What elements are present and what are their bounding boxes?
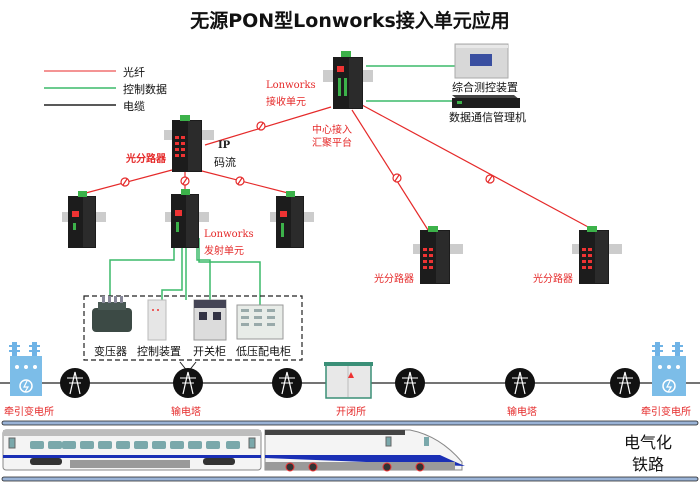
data-manager-icon [452, 95, 520, 108]
platform-label-2: 汇聚平台 [312, 138, 352, 149]
equipment-transformer-label: 变压器 [94, 345, 127, 358]
splitter-top[interactable] [164, 115, 214, 172]
train-window [80, 441, 94, 449]
page-title: 无源PON型Lonworks接入单元应用 [190, 10, 510, 32]
stream-label: 码流 [214, 156, 236, 169]
fiber-central-splitter [204, 106, 332, 146]
equipment-group-box [83, 295, 303, 361]
rail-top [1, 420, 699, 426]
train-window [134, 441, 148, 449]
substation-left-icon [9, 342, 42, 396]
legend-control-label: 控制数据 [123, 83, 167, 96]
equipment-control-label: 控制装置 [137, 345, 181, 358]
train-icon [2, 429, 465, 472]
train-window [188, 441, 202, 449]
control-links [109, 65, 455, 305]
tower-1-label: 输电塔 [171, 407, 201, 418]
tower-icon [395, 368, 425, 398]
switch-station-icon [324, 362, 373, 399]
legend-fiber-label: 光纤 [123, 66, 145, 79]
equipment-switchgear-label: 开关柜 [193, 345, 226, 358]
data-manager-label: 数据通信管理机 [449, 111, 526, 124]
tower-icon [505, 368, 535, 398]
splitter-right-label: 光分路器 [533, 274, 573, 285]
train-window [62, 441, 76, 449]
train-window [170, 441, 184, 449]
central-access-unit[interactable] [323, 51, 373, 109]
transformer-icon [92, 296, 132, 332]
railway-label-2: 铁路 [631, 455, 664, 474]
platform-label-1: 中心接入 [312, 125, 352, 136]
substation-left-label: 牵引变电所 [4, 407, 54, 418]
train-window [206, 441, 220, 449]
railway-label-1: 电气化 [623, 433, 672, 452]
splitter-right[interactable] [572, 226, 622, 284]
ip-label: IP [218, 140, 231, 151]
rail-bottom [1, 476, 699, 482]
train-window [98, 441, 112, 449]
tower-icon [272, 368, 302, 398]
connector-icon [392, 173, 402, 183]
train-window [48, 441, 62, 449]
train-window [152, 441, 166, 449]
lonworks-transmitter[interactable] [165, 189, 209, 248]
tower-icon [173, 368, 203, 398]
transmitter-label-1: Lonworks [204, 229, 254, 240]
train-window [116, 441, 130, 449]
substation-right-icon [652, 342, 686, 396]
connector-icon [235, 176, 245, 186]
tower-2-label: 输电塔 [507, 407, 537, 418]
central-unit-label-2: 接收单元 [266, 97, 306, 108]
transmitter-label-2: 发射单元 [204, 246, 244, 257]
connector-icon [180, 176, 190, 186]
towers [60, 368, 640, 398]
switch-cabinet-icon [193, 299, 227, 341]
fiber-central-splitter-mid [351, 109, 429, 231]
splitter-top-label: 光分路器 [126, 154, 166, 165]
monitor-device-icon [454, 43, 509, 79]
control-device-icon [147, 299, 167, 341]
splitter-mid-label: 光分路器 [374, 274, 414, 285]
switch-station-label: 开闭所 [336, 407, 366, 418]
tower-icon [610, 368, 640, 398]
connector-icon [256, 121, 266, 131]
train-window [226, 441, 240, 449]
equipment-lv-cabinet-label: 低压配电柜 [236, 345, 291, 358]
substation-right-label: 牵引变电所 [641, 407, 691, 418]
fiber-central-splitter-right [361, 104, 591, 229]
connector-icon [120, 177, 130, 187]
connector-icon [485, 174, 495, 184]
splitter-mid[interactable] [413, 226, 463, 284]
central-unit-label-1: Lonworks [266, 80, 316, 91]
monitor-label: 综合测控装置 [452, 81, 518, 94]
endpoint-right[interactable] [270, 191, 314, 248]
legend-cable-label: 电缆 [123, 100, 145, 113]
tower-icon [60, 368, 90, 398]
low-voltage-cabinet-icon [236, 304, 284, 340]
endpoint-left[interactable] [62, 191, 106, 248]
fiber-connectors [120, 121, 495, 187]
train-window [30, 441, 44, 449]
